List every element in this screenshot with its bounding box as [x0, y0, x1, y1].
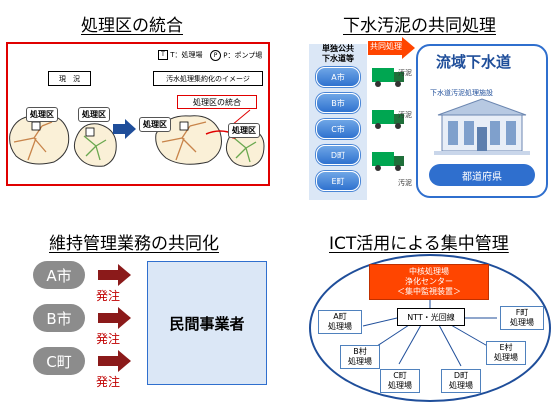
facility-label: 下水道汚泥処理施設: [430, 89, 493, 97]
q1-title: 処理区の統合: [81, 16, 183, 36]
network-label: NTT・光回線: [397, 308, 465, 326]
joint-arrow-icon: [368, 37, 415, 59]
truck-icon: [372, 68, 404, 87]
q2-title: 下水汚泥の共同処理: [343, 16, 496, 36]
basin-title: 流域下水道: [436, 53, 512, 71]
joint-label: 共同処理: [370, 42, 402, 51]
q1-frame: [6, 42, 270, 186]
city-pill: B市: [316, 93, 360, 113]
integration-label: 処理区の統合: [177, 95, 257, 109]
arrow-right-icon: [98, 350, 131, 372]
sludge-label: 汚泥: [398, 69, 412, 77]
city-pill: E町: [316, 171, 360, 191]
city-pill: A市: [316, 67, 360, 87]
city-pill: D町: [316, 145, 360, 165]
city-circle: C町: [33, 347, 85, 375]
sludge-label: 汚泥: [398, 111, 412, 119]
q1-legend-plant: T T：処理場: [158, 50, 203, 60]
arrow-right-icon: [98, 307, 131, 329]
q3-title: 維持管理業務の共同化: [49, 234, 219, 254]
order-label: 発注: [96, 375, 121, 389]
remote-plant-node: D町 処理場: [441, 369, 481, 393]
contractor-box: 民間事業者: [147, 261, 267, 385]
order-label: 発注: [96, 289, 121, 303]
pump-marker-icon: P: [210, 50, 221, 61]
building-icon: [434, 98, 530, 155]
city-circle: A市: [33, 261, 85, 289]
image-label: 汚水処理集約化のイメージ: [153, 71, 263, 86]
plant-label: 処理区: [78, 107, 110, 122]
remote-plant-node: C町 処理場: [380, 369, 420, 393]
q1-legend-pump: P P：ポンプ場: [210, 50, 262, 61]
remote-plant-node: B村 処理場: [340, 345, 380, 369]
truck-icon: [372, 110, 404, 129]
remote-plant-node: E村 処理場: [486, 341, 526, 365]
plant-marker-icon: T: [158, 50, 168, 60]
arrow-right-icon: [113, 119, 136, 139]
truck-column: [372, 68, 404, 171]
city-circle: B市: [33, 304, 85, 332]
city-pill: C市: [316, 119, 360, 139]
q4-title: ICT活用による集中管理: [329, 234, 509, 254]
sludge-label: 汚泥: [398, 179, 412, 187]
order-label: 発注: [96, 332, 121, 346]
prefecture-label: 都道府県: [429, 164, 535, 186]
central-plant: 中核処理場 浄化センター ＜集中監視装置＞: [369, 264, 489, 300]
plant-label: 処理区: [26, 107, 58, 122]
remote-plant-node: F町 処理場: [500, 306, 544, 330]
arrow-right-icon: [98, 264, 131, 286]
current-state-label: 現 況: [48, 71, 91, 86]
remote-plant-node: A町 処理場: [318, 310, 362, 334]
plant-label: 処理区: [139, 117, 171, 132]
plant-label: 処理区: [228, 123, 260, 138]
truck-icon: [372, 152, 404, 171]
operators-label: 単独公共 下水道等: [322, 44, 354, 63]
